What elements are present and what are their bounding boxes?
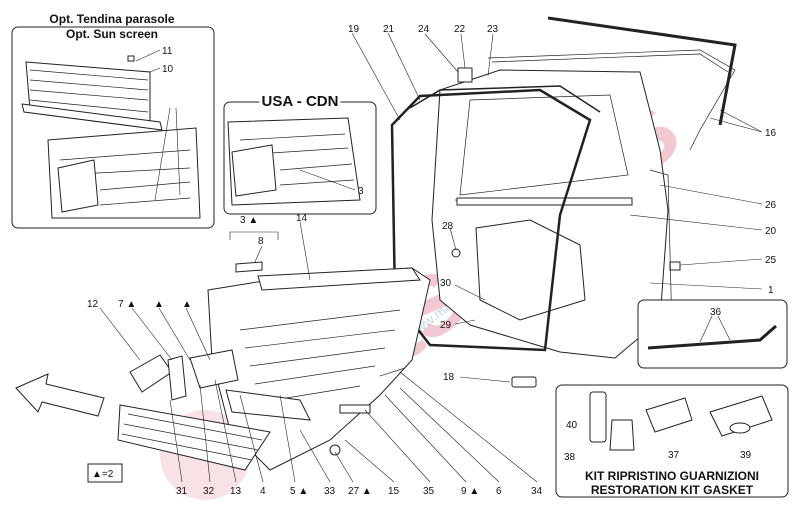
door-belt-seal (456, 197, 633, 206)
callout-20: 20 (765, 226, 777, 237)
sun-screen-roller (21, 103, 163, 131)
callout-21: 21 (383, 24, 395, 35)
callout-38: 38 (564, 452, 576, 463)
handle-bezel-12 (129, 354, 173, 393)
triangle-b: ▲ (182, 299, 192, 310)
inset-seal-frame (637, 299, 788, 369)
callout-18: 18 (443, 372, 455, 383)
bracket-3 (229, 231, 279, 240)
pocket-35 (339, 404, 371, 414)
callout-19: 19 (348, 24, 360, 35)
bolt-28 (451, 248, 461, 258)
callout-36: 36 (710, 307, 722, 318)
callout-37: 37 (668, 450, 680, 461)
sun-screen-hatching (29, 69, 149, 113)
callout-23: 23 (487, 24, 499, 35)
switch-18 (511, 376, 537, 388)
inset-sunscreen-title-it: Opt. Tendina parasole (49, 12, 174, 26)
restoration-kit-title-it: KIT RIPRISTINO GUARNIZIONI (585, 469, 759, 483)
usa-door-handle (231, 144, 277, 197)
callout-7: 7 ▲ (118, 299, 136, 310)
callout-27: 27 ▲ (348, 486, 372, 497)
callout-9: 9 ▲ (461, 486, 479, 497)
screw-27 (329, 444, 341, 456)
door-shell (390, 16, 737, 359)
door-window-frame (459, 94, 629, 196)
inset-door-panel-lines (59, 149, 191, 206)
callout-28: 28 (442, 221, 454, 232)
callout-1: 1 (768, 285, 774, 296)
callout-22: 22 (454, 24, 466, 35)
restoration-kit: 40 38 37 39 KIT RIPRISTINO GUARNIZIONI R… (555, 384, 789, 498)
callout-4: 4 (260, 486, 266, 497)
callout-usa-3: 3 (358, 186, 364, 197)
callout-30: 30 (440, 278, 452, 289)
callout-34: 34 (531, 486, 543, 497)
inset-door-handle (57, 159, 99, 213)
clip-8 (235, 261, 263, 273)
inset-sunscreen: Opt. Tendina parasole Opt. Sun screen 11… (11, 12, 215, 229)
hinge-bracket (457, 67, 473, 83)
callout-5: 5 ▲ (290, 486, 308, 497)
callout-10: 10 (162, 64, 174, 75)
callout-16: 16 (765, 128, 777, 139)
callout-14: 14 (296, 213, 308, 224)
kit-spray-can-40 (589, 391, 607, 443)
kit-cloth-39 (709, 395, 773, 437)
callout-31: 31 (176, 486, 188, 497)
legend: ▲=2 (87, 463, 123, 483)
glass-run-channel (487, 49, 736, 151)
callout-3-triangle: 3 ▲ (240, 215, 258, 226)
callout-39: 39 (740, 450, 752, 461)
callout-26: 26 (765, 200, 777, 211)
inset-seal-section: 36 (637, 299, 788, 369)
kit-disc-39 (729, 422, 751, 434)
triangle-a: ▲ (154, 299, 164, 310)
restoration-kit-title-en: RESTORATION KIT GASKET (591, 483, 754, 497)
callout-15: 15 (388, 486, 400, 497)
inset-usa-title: USA - CDN (262, 93, 339, 110)
callout-8: 8 (258, 236, 264, 247)
callout-40: 40 (566, 420, 578, 431)
inner-handle-housing (189, 349, 239, 389)
sun-screen-clip (127, 55, 135, 62)
callout-12: 12 (87, 299, 99, 310)
callout-13: 13 (230, 486, 242, 497)
usa-panel-lines (239, 133, 355, 186)
legend-box (87, 463, 123, 483)
callout-35: 35 (423, 486, 435, 497)
callout-6: 6 (496, 486, 502, 497)
trim-panel-ribs (239, 309, 401, 403)
roof-seal (547, 16, 737, 126)
handle-trim-7 (167, 355, 187, 401)
kit-bottle-38 (609, 419, 635, 451)
trim-top-strip-14 (257, 267, 421, 291)
seal-profile-36 (647, 324, 777, 350)
door-trim-panel (117, 261, 537, 471)
callout-11: 11 (162, 46, 173, 57)
bumper-25 (669, 261, 681, 271)
callout-33: 33 (324, 486, 336, 497)
callout-32: 32 (203, 486, 215, 497)
callout-25: 25 (765, 255, 777, 266)
front-direction-arrow-icon (15, 373, 105, 417)
inset-usa-cdn: USA - CDN 3 (223, 90, 377, 215)
armrest (225, 389, 311, 421)
callout-29: 29 (440, 320, 452, 331)
callout-24: 24 (418, 24, 430, 35)
inset-sunscreen-title-en: Opt. Sun screen (66, 27, 158, 41)
rod-34 (379, 367, 406, 377)
kit-sachet-37 (645, 397, 693, 433)
legend-text: ▲=2 (92, 469, 114, 480)
leader-lines (99, 32, 763, 483)
callouts: 19 21 24 22 23 16 26 20 25 1 28 30 29 18… (87, 24, 777, 497)
